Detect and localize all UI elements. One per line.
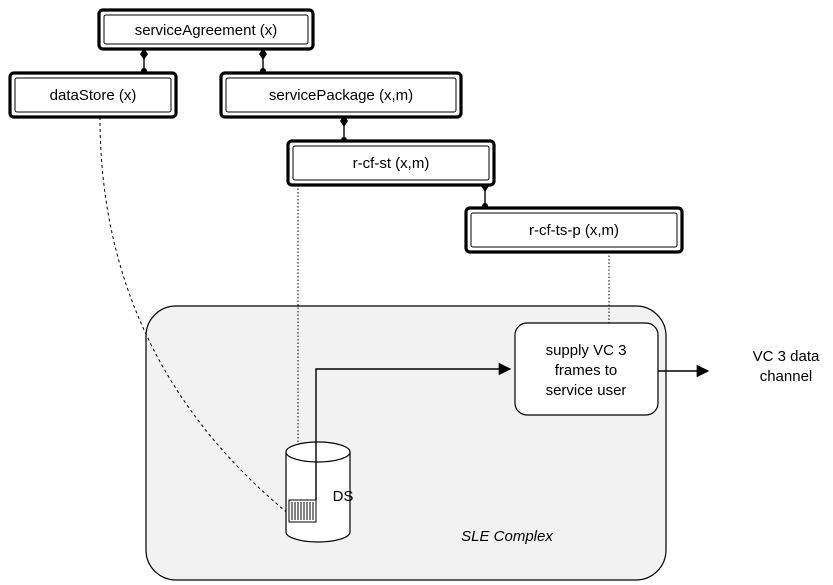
- supply-frames-process: supply VC 3 frames to service user: [514, 322, 659, 416]
- service-agreement-label: serviceAgreement (x): [135, 22, 278, 39]
- datastore-association-line: [99, 116, 291, 516]
- ds-data-store-cylinder: DS: [285, 441, 354, 543]
- service-package-label: servicePackage (x,m): [269, 87, 413, 104]
- service-agreement-node: serviceAgreement (x): [97, 8, 315, 51]
- process-label-line1: supply VC 3: [546, 342, 627, 359]
- output-label-line2: channel: [760, 368, 813, 385]
- process-label-line2: frames to: [555, 362, 618, 379]
- rcf-ts-p-label: r-cf-ts-p (x,m): [529, 222, 619, 239]
- service-package-node: servicePackage (x,m): [219, 71, 463, 119]
- diamond-icon: [140, 48, 148, 60]
- data-store-label: dataStore (x): [50, 87, 137, 104]
- rcf-st-label: r-cf-st (x,m): [353, 155, 430, 172]
- diamond-icon: [259, 48, 267, 60]
- data-store-node: dataStore (x): [8, 71, 178, 119]
- ds-to-process-flow: [315, 362, 512, 500]
- process-label-line3: service user: [546, 382, 627, 399]
- sle-complex-label: SLE Complex: [461, 528, 553, 545]
- ds-label: DS: [333, 488, 354, 505]
- rcf-st-node: r-cf-st (x,m): [286, 139, 496, 187]
- rcf-ts-p-node: r-cf-ts-p (x,m): [464, 206, 684, 254]
- output-label-line1: VC 3 data: [753, 348, 820, 365]
